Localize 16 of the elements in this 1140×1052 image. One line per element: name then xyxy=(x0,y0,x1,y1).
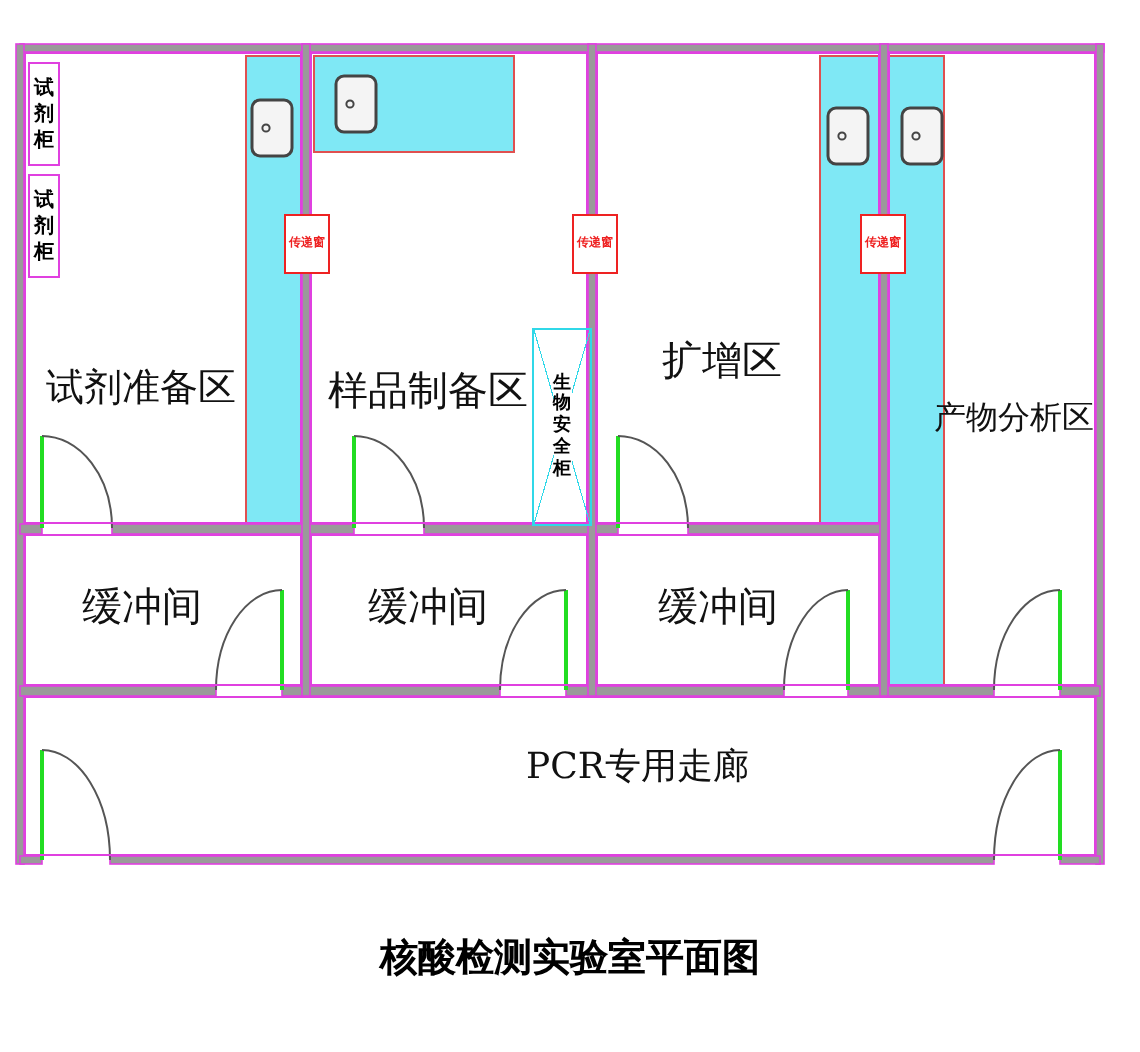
room-label: PCR专用走廊 xyxy=(526,744,749,790)
room xyxy=(24,534,302,686)
room-label: 缓冲间 xyxy=(658,580,778,634)
room xyxy=(596,534,880,686)
safety-cabinet: 生物安全柜 xyxy=(532,328,592,526)
room-label: 缓冲间 xyxy=(82,580,202,634)
reagent-cabinet: 试剂柜 xyxy=(28,62,60,166)
title: 核酸检测实验室平面图 xyxy=(377,934,762,984)
room-label: 样品制备区 xyxy=(328,364,528,418)
room-label: 扩增区 xyxy=(662,334,782,388)
reagent-cabinet: 试剂柜 xyxy=(28,174,60,278)
room xyxy=(310,534,588,686)
room xyxy=(24,696,1096,856)
room xyxy=(888,52,1096,686)
room-label: 缓冲间 xyxy=(368,580,488,634)
room-label: 试剂准备区 xyxy=(46,364,236,414)
